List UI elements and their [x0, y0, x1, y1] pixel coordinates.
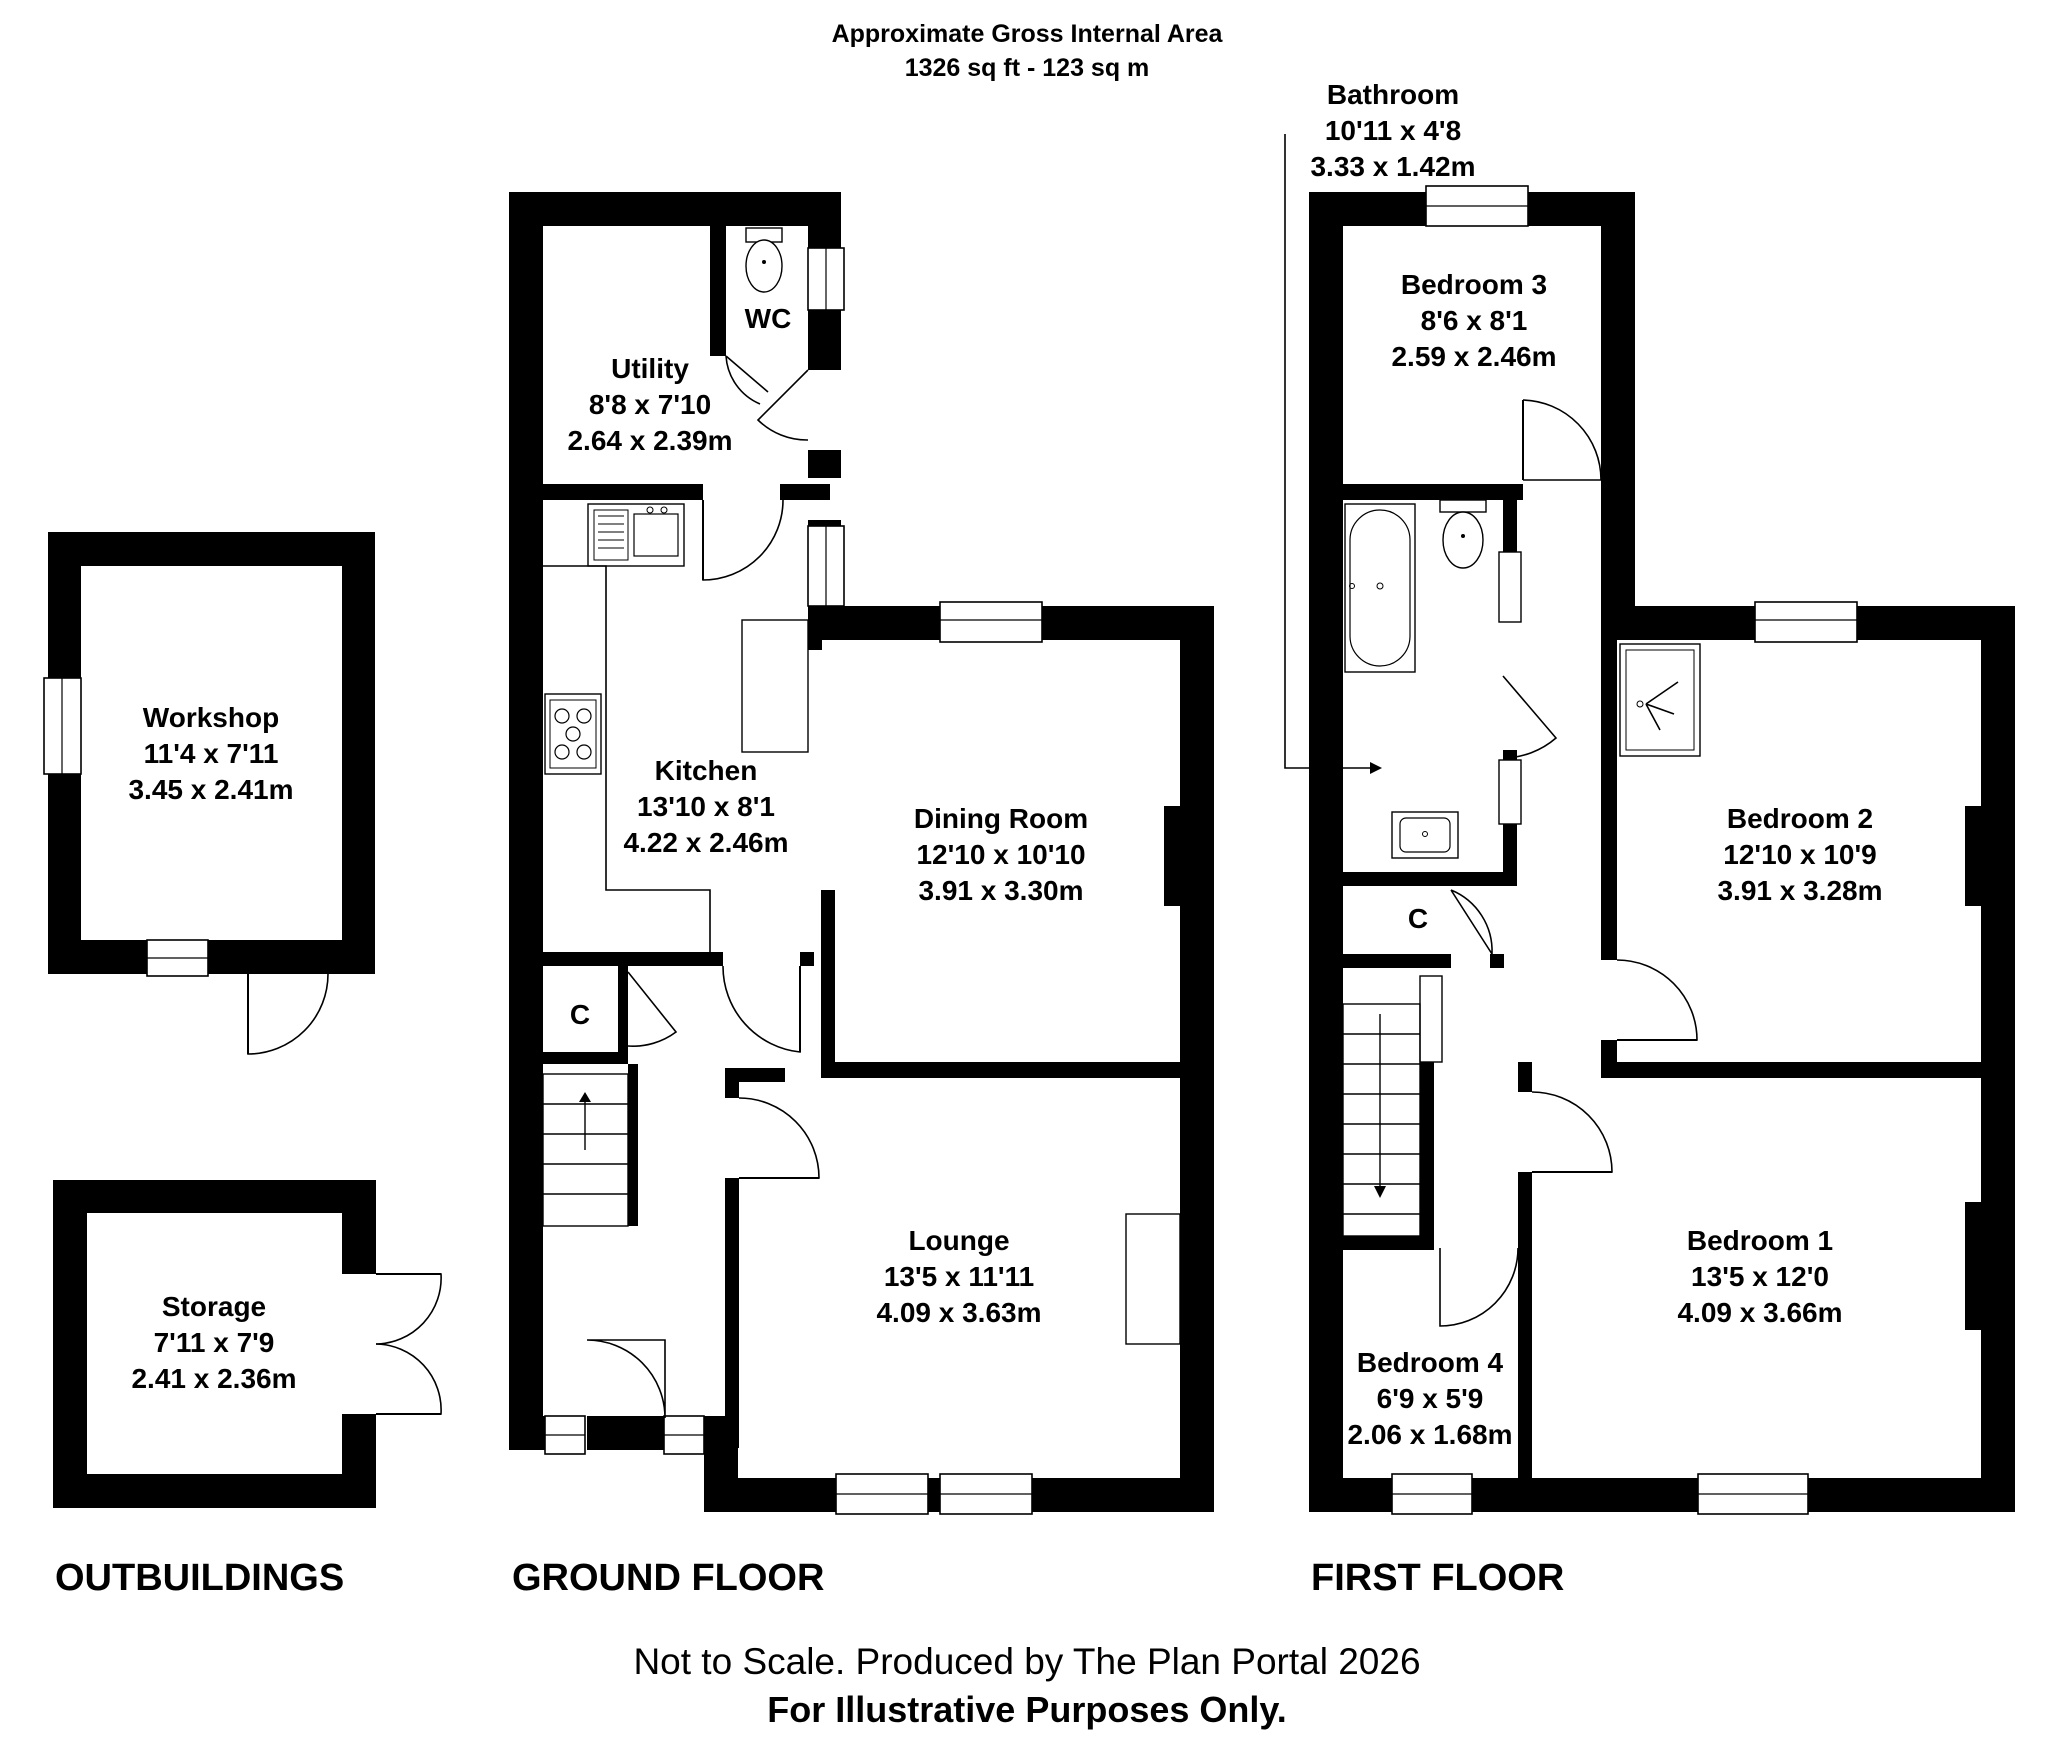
utility-name: Utility — [611, 353, 689, 384]
bedroom1-name: Bedroom 1 — [1687, 1225, 1833, 1256]
lounge-imperial: 13'5 x 11'11 — [884, 1261, 1034, 1292]
room-bedroom4: Bedroom 4 6'9 x 5'9 2.06 x 1.68m — [1347, 1347, 1512, 1450]
storage-name: Storage — [162, 1291, 266, 1322]
section-first-floor: FIRST FLOOR — [1311, 1557, 1564, 1599]
room-kitchen: Kitchen 13'10 x 8'1 4.22 x 2.46m — [623, 755, 788, 858]
kitchen-name: Kitchen — [655, 755, 758, 786]
area-value: 1326 sq ft - 123 sq m — [905, 54, 1150, 82]
room-bedroom1: Bedroom 1 13'5 x 12'0 4.09 x 3.66m — [1677, 1225, 1842, 1328]
dining-metric: 3.91 x 3.30m — [918, 875, 1083, 906]
workshop-imperial: 11'4 x 7'11 — [144, 738, 279, 769]
bathroom-name: Bathroom — [1327, 79, 1459, 110]
lounge-name: Lounge — [908, 1225, 1009, 1256]
section-outbuildings: OUTBUILDINGS — [55, 1557, 344, 1599]
kitchen-metric: 4.22 x 2.46m — [623, 827, 788, 858]
bedroom2-imperial: 12'10 x 10'9 — [1723, 839, 1876, 870]
workshop-name: Workshop — [143, 702, 279, 733]
footer-illustrative: For Illustrative Purposes Only. — [767, 1689, 1286, 1730]
bedroom2-name: Bedroom 2 — [1727, 803, 1873, 834]
kitchen-imperial: 13'10 x 8'1 — [637, 791, 775, 822]
room-storage: Storage 7'11 x 7'9 2.41 x 2.36m — [131, 1291, 296, 1394]
storage-metric: 2.41 x 2.36m — [131, 1363, 296, 1394]
bedroom2-metric: 3.91 x 3.28m — [1717, 875, 1882, 906]
ground-cupboard-label: C — [570, 999, 590, 1030]
footer-disclaimer: Not to Scale. Produced by The Plan Porta… — [633, 1641, 1420, 1682]
workshop-metric: 3.45 x 2.41m — [128, 774, 293, 805]
room-bathroom: Bathroom 10'11 x 4'8 3.33 x 1.42m — [1310, 79, 1475, 182]
storage-outline — [53, 1180, 442, 1508]
room-dining: Dining Room 12'10 x 10'10 3.91 x 3.30m — [914, 803, 1088, 906]
room-lounge: Lounge 13'5 x 11'11 4.09 x 3.63m — [876, 1225, 1041, 1328]
ground-floor-fixtures — [542, 227, 1181, 1515]
workshop-outline — [43, 532, 375, 1055]
dining-name: Dining Room — [914, 803, 1088, 834]
bedroom4-metric: 2.06 x 1.68m — [1347, 1419, 1512, 1450]
bedroom1-imperial: 13'5 x 12'0 — [1691, 1261, 1829, 1292]
section-ground-floor: GROUND FLOOR — [512, 1557, 824, 1599]
first-cupboard-label: C — [1408, 903, 1428, 934]
bedroom4-imperial: 6'9 x 5'9 — [1377, 1383, 1484, 1414]
bedroom3-name: Bedroom 3 — [1401, 269, 1547, 300]
utility-metric: 2.64 x 2.39m — [567, 425, 732, 456]
lounge-metric: 4.09 x 3.63m — [876, 1297, 1041, 1328]
first-floor-fixtures — [1284, 134, 1858, 1515]
room-bedroom2: Bedroom 2 12'10 x 10'9 3.91 x 3.28m — [1717, 803, 1882, 906]
bedroom3-metric: 2.59 x 2.46m — [1391, 341, 1556, 372]
area-title: Approximate Gross Internal Area — [832, 20, 1224, 48]
room-bedroom3: Bedroom 3 8'6 x 8'1 2.59 x 2.46m — [1391, 269, 1556, 372]
bedroom4-name: Bedroom 4 — [1357, 1347, 1504, 1378]
bedroom1-metric: 4.09 x 3.66m — [1677, 1297, 1842, 1328]
room-utility: Utility 8'8 x 7'10 2.64 x 2.39m — [567, 353, 732, 456]
bathroom-metric: 3.33 x 1.42m — [1310, 151, 1475, 182]
room-workshop: Workshop 11'4 x 7'11 3.45 x 2.41m — [128, 702, 293, 805]
bedroom3-imperial: 8'6 x 8'1 — [1421, 305, 1528, 336]
wc-name: WC — [745, 303, 792, 334]
bathroom-imperial: 10'11 x 4'8 — [1325, 115, 1461, 146]
storage-imperial: 7'11 x 7'9 — [154, 1327, 275, 1358]
dining-imperial: 12'10 x 10'10 — [916, 839, 1085, 870]
utility-imperial: 8'8 x 7'10 — [589, 389, 711, 420]
